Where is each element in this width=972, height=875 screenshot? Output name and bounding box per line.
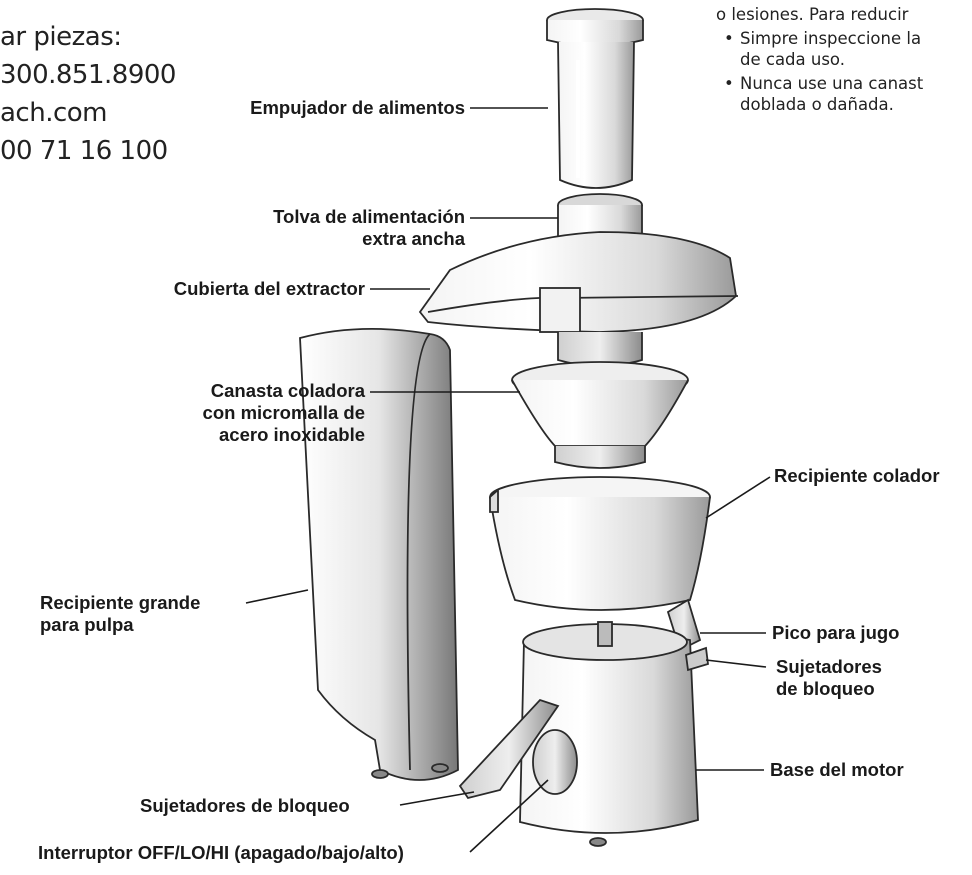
- warning-text: o lesiones. Para reducir Simpre inspecci…: [716, 4, 923, 115]
- label-line: Sujetadores: [776, 656, 882, 677]
- label-locking-arms-right: Sujetadores de bloqueo: [776, 656, 882, 700]
- filter-basket: [511, 361, 689, 469]
- leader-pulp: [245, 589, 309, 604]
- warning-bullet-line: doblada o dañada.: [740, 95, 894, 114]
- label-switch: Interruptor OFF/LO/HI (apagado/bajo/alto…: [38, 842, 404, 863]
- label-food-pusher: Empujador de alimentos: [250, 97, 465, 118]
- filter-bowl: [489, 476, 711, 652]
- warning-bullet: Simpre inspeccione la de cada uso.: [716, 28, 923, 70]
- warning-bullet-line: Simpre inspeccione la: [740, 29, 922, 48]
- warning-bullet: Nunca use una canast doblada o dañada.: [716, 73, 923, 115]
- contact-line: ach.com: [0, 98, 107, 128]
- warning-bullet-line: de cada uso.: [740, 50, 845, 69]
- label-locking-arms-left: Sujetadores de bloqueo: [140, 795, 350, 816]
- food-pusher: [546, 8, 644, 189]
- pulp-container: [299, 327, 459, 781]
- label-line: Tolva de alimentación: [273, 206, 465, 227]
- warning-intro: o lesiones. Para reducir: [716, 5, 909, 24]
- label-line: de bloqueo: [776, 678, 875, 699]
- warning-bullet-line: Nunca use una canast: [740, 74, 924, 93]
- extractor-cover: [418, 193, 739, 367]
- leader-bowl: [705, 476, 771, 519]
- motor-base: [458, 621, 709, 847]
- leader-locks-right: [705, 659, 767, 668]
- label-line: con micromalla de: [202, 402, 365, 423]
- contact-line: 00 71 16 100: [0, 136, 168, 166]
- label-line: para pulpa: [40, 614, 134, 635]
- contact-line: 300.851.8900: [0, 60, 176, 90]
- contact-info: ar piezas: 300.851.8900 ach.com 00 71 16…: [0, 18, 176, 170]
- label-line: Canasta coladora: [210, 380, 365, 401]
- label-extractor-cover: Cubierta del extractor: [173, 278, 365, 299]
- label-line: Recipiente grande: [40, 592, 201, 613]
- contact-line: ar piezas:: [0, 22, 122, 52]
- leader-locks-left: [399, 791, 475, 806]
- label-feed-chute: Tolva de alimentación extra ancha: [160, 206, 465, 250]
- leader-switch: [469, 779, 549, 853]
- label-line: acero inoxidable: [219, 424, 365, 445]
- label-filter-basket: Canasta coladora con micromalla de acero…: [60, 380, 365, 446]
- label-filter-bowl: Recipiente colador: [774, 465, 940, 486]
- label-line: extra ancha: [362, 228, 465, 249]
- label-pulp-container: Recipiente grande para pulpa: [40, 592, 200, 636]
- label-motor-base: Base del motor: [770, 759, 904, 780]
- label-juice-spout: Pico para jugo: [772, 622, 900, 643]
